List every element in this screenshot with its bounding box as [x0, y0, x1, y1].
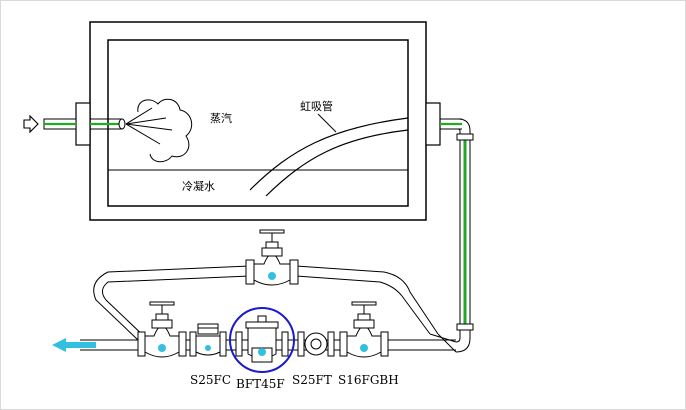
steam-tank: [89, 21, 427, 221]
siphon-label: 虹吸管: [300, 99, 333, 113]
s16fgbh-label: S16FGBH: [338, 373, 399, 387]
bypass-globe-valve: [245, 229, 299, 286]
inlet-nozzle: [43, 102, 126, 146]
riser-pipe: [455, 118, 474, 353]
outlet-nozzle: [425, 102, 462, 146]
cyan-left-arrow-icon: [52, 338, 96, 352]
steam-label: 蒸汽: [210, 111, 232, 125]
outline-right-arrow-icon: [23, 114, 39, 134]
s25fc-globe-valve: [137, 301, 187, 358]
condensate-label: 冷凝水: [182, 179, 215, 193]
s16fgbh-globe-valve: [339, 301, 389, 358]
s25fc-label: S25FC: [190, 373, 231, 387]
steam-cloud: [125, 98, 193, 163]
s25ft-strainer: [297, 331, 335, 357]
check-valve: [189, 323, 227, 357]
siphon-tube: [249, 113, 409, 197]
bft45f-label: BFT45F: [236, 377, 285, 391]
bft45f-steam-trap: [229, 307, 295, 373]
bypass-loop: [93, 265, 457, 353]
s25ft-label: S25FT: [292, 373, 332, 387]
